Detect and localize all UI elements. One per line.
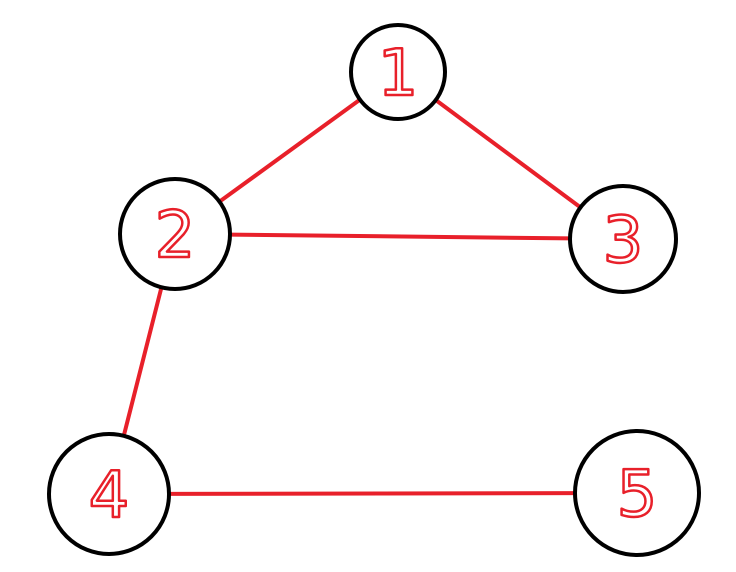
node-label: 1 [378, 37, 419, 111]
node-label: 4 [89, 459, 130, 533]
node-5: 5 [573, 429, 701, 557]
node-label: 5 [617, 458, 658, 532]
nodes-layer: 1 2 3 4 5 [47, 23, 701, 557]
edge-2-3 [227, 232, 573, 241]
node-label: 3 [603, 204, 644, 278]
node-circle [573, 429, 701, 557]
edge-2-4 [121, 285, 164, 438]
edges-layer [121, 97, 583, 496]
node-circle [568, 184, 678, 294]
node-3: 3 [568, 184, 678, 294]
node-circle [349, 23, 447, 121]
node-circle [47, 432, 171, 556]
node-label: 2 [155, 199, 196, 273]
node-4: 4 [47, 432, 171, 556]
edge-1-3 [433, 98, 583, 210]
node-1: 1 [349, 23, 447, 121]
edge-4-5 [166, 491, 578, 496]
node-2: 2 [118, 177, 232, 291]
edge-1-2 [217, 97, 362, 204]
node-circle [118, 177, 232, 291]
